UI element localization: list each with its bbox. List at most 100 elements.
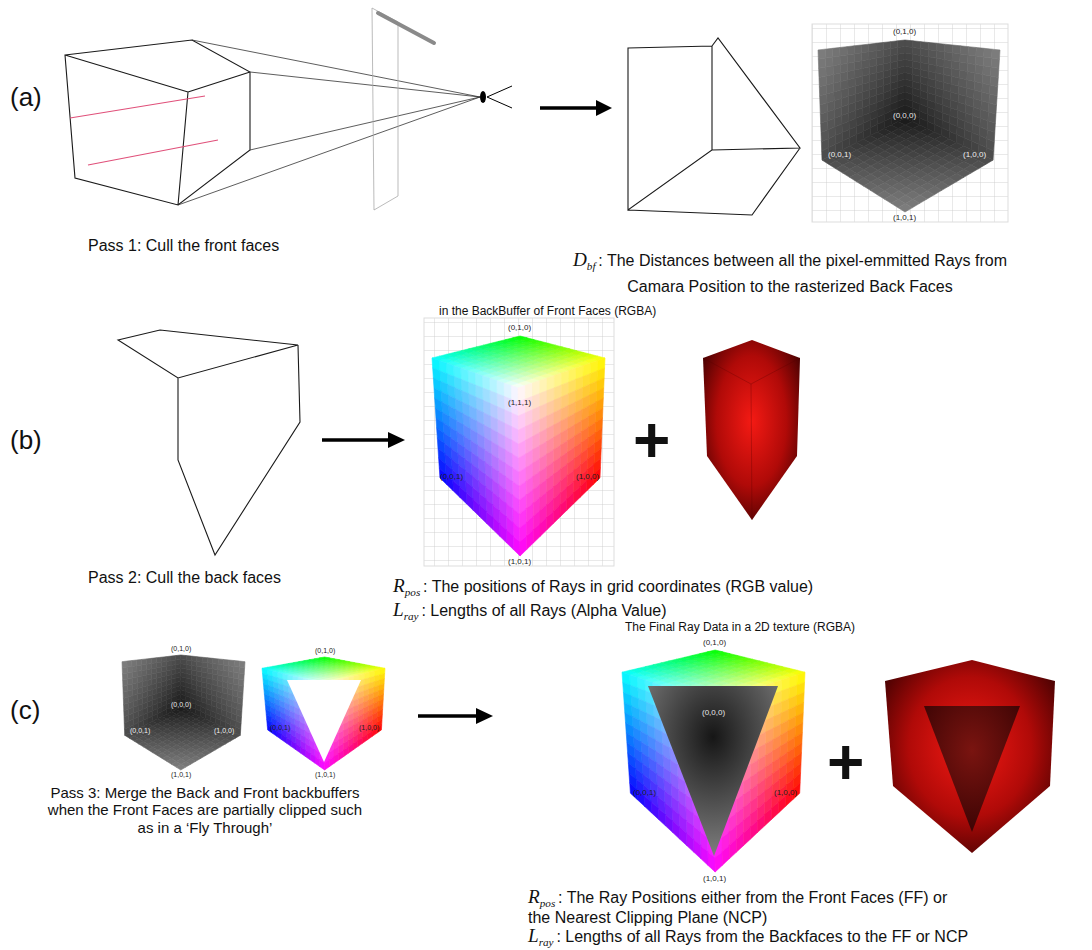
cube-shading [122, 673, 127, 680]
eye-symbol [487, 86, 512, 108]
cube-shading [975, 56, 983, 66]
cube-shading [913, 41, 921, 49]
cube-shading [567, 493, 574, 511]
cube-shading [992, 49, 1000, 59]
cube-shading [929, 42, 937, 50]
cube-shading [171, 656, 176, 661]
cube-shading [891, 48, 898, 56]
cube-shading [453, 480, 460, 497]
cube-shading [493, 517, 500, 536]
cube-shading [983, 66, 991, 76]
cube-shading [826, 66, 833, 76]
cube-shading [301, 747, 306, 757]
cube-shading [952, 61, 960, 70]
arrow [388, 432, 405, 448]
cube-shading [234, 661, 240, 668]
cube-shading [142, 664, 147, 670]
cube-shading [218, 659, 224, 665]
cube-shading [991, 58, 999, 68]
cube-shading [296, 744, 301, 754]
cube-shading [921, 49, 929, 57]
cube-shading [286, 737, 291, 746]
cube-shading [122, 667, 127, 674]
cube-shading [161, 657, 166, 662]
cube-shading [310, 753, 315, 763]
wireframe-back-faces [628, 38, 800, 215]
cube-shading [665, 814, 673, 832]
cube-shading [213, 658, 219, 664]
grid-background [424, 318, 614, 566]
cube-shading [513, 536, 520, 556]
cube-shading [959, 62, 967, 72]
image-plane [372, 8, 398, 210]
cube-shading [847, 46, 854, 55]
cube-shading [142, 659, 147, 665]
cube-shading [122, 40, 1000, 872]
cube-shading [520, 536, 527, 556]
cube-shading [818, 58, 826, 68]
image-plane [378, 13, 434, 43]
cube-shading [854, 45, 861, 54]
cube-shading [944, 52, 952, 61]
cube-shading [239, 667, 245, 674]
cube-shading [358, 737, 363, 746]
cube-shading [984, 48, 992, 58]
wireframe-cube [65, 40, 250, 205]
cube-shading [840, 55, 847, 65]
arrow [540, 106, 598, 110]
cube-shading [305, 750, 310, 760]
eye-symbol [480, 91, 486, 103]
cube-shading [547, 511, 554, 530]
cube-shading [983, 57, 991, 67]
cube-shading [854, 53, 861, 62]
cube-shading [473, 499, 480, 517]
cube-shading [701, 845, 708, 865]
cube-shading [553, 505, 560, 524]
cube-shading [694, 839, 701, 859]
arrow [322, 100, 612, 724]
cube-shading [840, 47, 847, 56]
cube-shading [315, 756, 320, 766]
cube-shading [819, 76, 826, 87]
cube-shading [898, 40, 905, 48]
cube-shading [202, 657, 207, 663]
cube-shading [921, 42, 929, 50]
cube-shading [277, 731, 282, 740]
cube-shading [513, 336, 527, 340]
cube-shading [967, 63, 975, 73]
cube-shading [975, 64, 983, 74]
cube-shading [876, 42, 883, 50]
cube-shading [344, 747, 349, 757]
cube-shading [883, 49, 890, 57]
cube-shading [580, 480, 587, 497]
cube-shading [329, 756, 334, 766]
cube-shading [833, 56, 840, 66]
cube-shading [883, 42, 890, 50]
cube-shading [218, 664, 224, 670]
cube-shading [176, 655, 181, 660]
cube-shading [339, 750, 344, 760]
cube-shading [672, 820, 680, 839]
cube-shading [869, 51, 876, 60]
arrow [596, 100, 612, 116]
cube-shading [132, 666, 137, 673]
cube-shading [968, 55, 976, 65]
cube-shading [936, 51, 944, 60]
cube-shading [990, 76, 998, 87]
cube-shading [527, 530, 534, 550]
cube-shading [122, 661, 127, 668]
cube-shading [480, 505, 487, 524]
cube-shading [847, 62, 854, 72]
arrow [322, 438, 390, 442]
cube-shading [876, 50, 883, 58]
cube-shading [334, 753, 339, 763]
cube-shading [573, 486, 580, 504]
cube-shading [197, 657, 202, 662]
projection-line [178, 40, 480, 205]
cube-shading [223, 665, 229, 671]
cube-shading [156, 657, 161, 663]
cube-shading [282, 734, 287, 743]
cube-shading [533, 523, 540, 543]
cube-shading [687, 833, 694, 852]
cube-shading [968, 47, 976, 56]
